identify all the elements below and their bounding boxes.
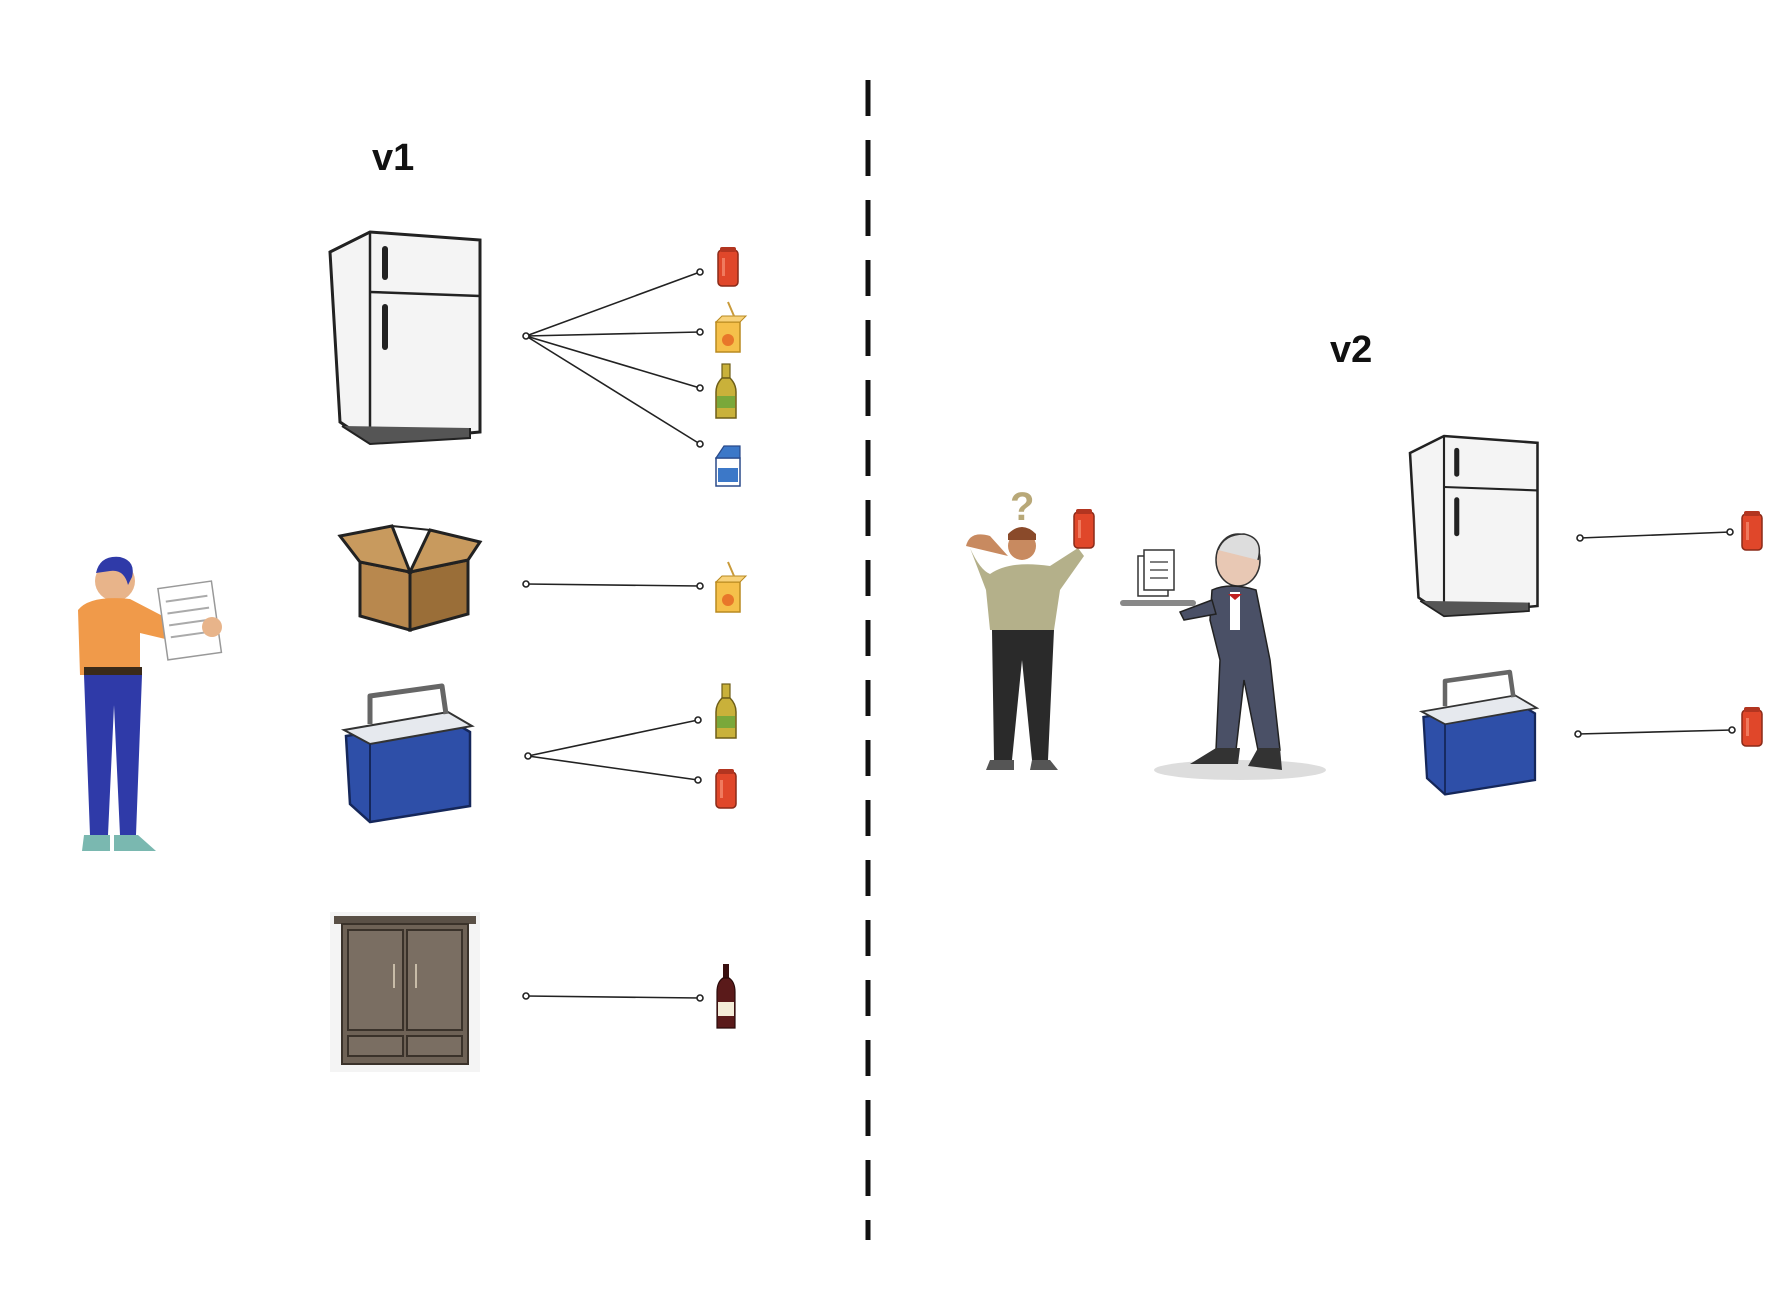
link-v2-cooler-can [1577, 729, 1733, 735]
link-fridge-juice [525, 331, 701, 337]
v2-title: v2 [1330, 329, 1372, 371]
v1-connections [522, 268, 704, 1002]
soda-can-icon [715, 768, 737, 809]
confused-person-icon: ? [966, 485, 1084, 770]
link-box-juice [525, 583, 701, 587]
document-icon [1137, 549, 1175, 597]
link-fridge-beer [525, 335, 701, 389]
butler-icon [1120, 533, 1326, 780]
link-cabinet-wine [525, 995, 701, 999]
juice-box-icon [715, 561, 747, 613]
v1-refrigerator-icon [328, 230, 482, 446]
v1-cabinet-icon [329, 911, 481, 1073]
v1-cooler-icon [344, 686, 472, 822]
link-fridge-milk [525, 335, 701, 445]
link-fridge-can [525, 271, 701, 337]
v2-refrigerator-icon [1408, 434, 1539, 618]
v2-cooler-icon [1422, 672, 1537, 794]
wine-bottle-icon [716, 963, 736, 1029]
question-mark: ? [1010, 485, 1034, 529]
soda-can-icon [717, 246, 739, 287]
soda-can-icon [1741, 510, 1763, 551]
link-cooler-can [527, 755, 699, 781]
beer-bottle-icon [715, 683, 737, 739]
milk-carton-icon [715, 445, 741, 487]
soda-can-icon [1073, 508, 1095, 549]
v1-box-icon [338, 524, 482, 632]
person-reading-list-icon [78, 556, 223, 851]
v1-title: v1 [372, 137, 414, 179]
juice-box-icon [715, 301, 747, 353]
beer-bottle-icon [715, 363, 737, 419]
link-v2-fridge-can [1579, 531, 1731, 539]
soda-can-icon [1741, 706, 1763, 747]
link-cooler-beer [527, 719, 699, 757]
v2-connections [1574, 528, 1736, 738]
